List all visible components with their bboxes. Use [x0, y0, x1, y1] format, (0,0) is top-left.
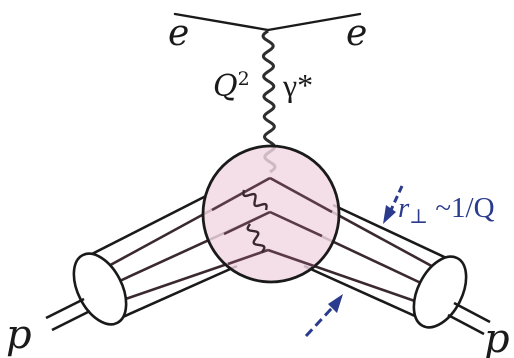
left-proton-tube: [85, 194, 238, 322]
gluon-wiggle-2: [246, 223, 266, 253]
proton-left-label: p: [6, 312, 32, 358]
left-proton-ellipse: [72, 252, 128, 326]
electron-in-label: e: [168, 13, 189, 54]
right-proton-ellipse: [412, 255, 468, 329]
electron-out-label: e: [346, 13, 367, 54]
virtual-photon-label: γ*: [282, 67, 313, 103]
arrow-head-top: [383, 205, 396, 224]
transverse-size-label: r⊥ ~1/Q: [398, 192, 495, 228]
proton-right-label: p: [484, 316, 510, 358]
arrow-head-bottom: [328, 294, 343, 313]
right-proton-tube: [303, 203, 456, 323]
gluon-wiggle-1: [242, 189, 268, 211]
left-proton-beam: [45, 297, 91, 332]
interaction-blob: [201, 144, 341, 284]
transverse-size-arrows: [304, 185, 404, 338]
electron-line: [173, 12, 362, 32]
q-squared-label: Q2: [213, 68, 250, 104]
blob-quark-lines: [211, 176, 333, 268]
right-proton-beam: [447, 301, 491, 336]
